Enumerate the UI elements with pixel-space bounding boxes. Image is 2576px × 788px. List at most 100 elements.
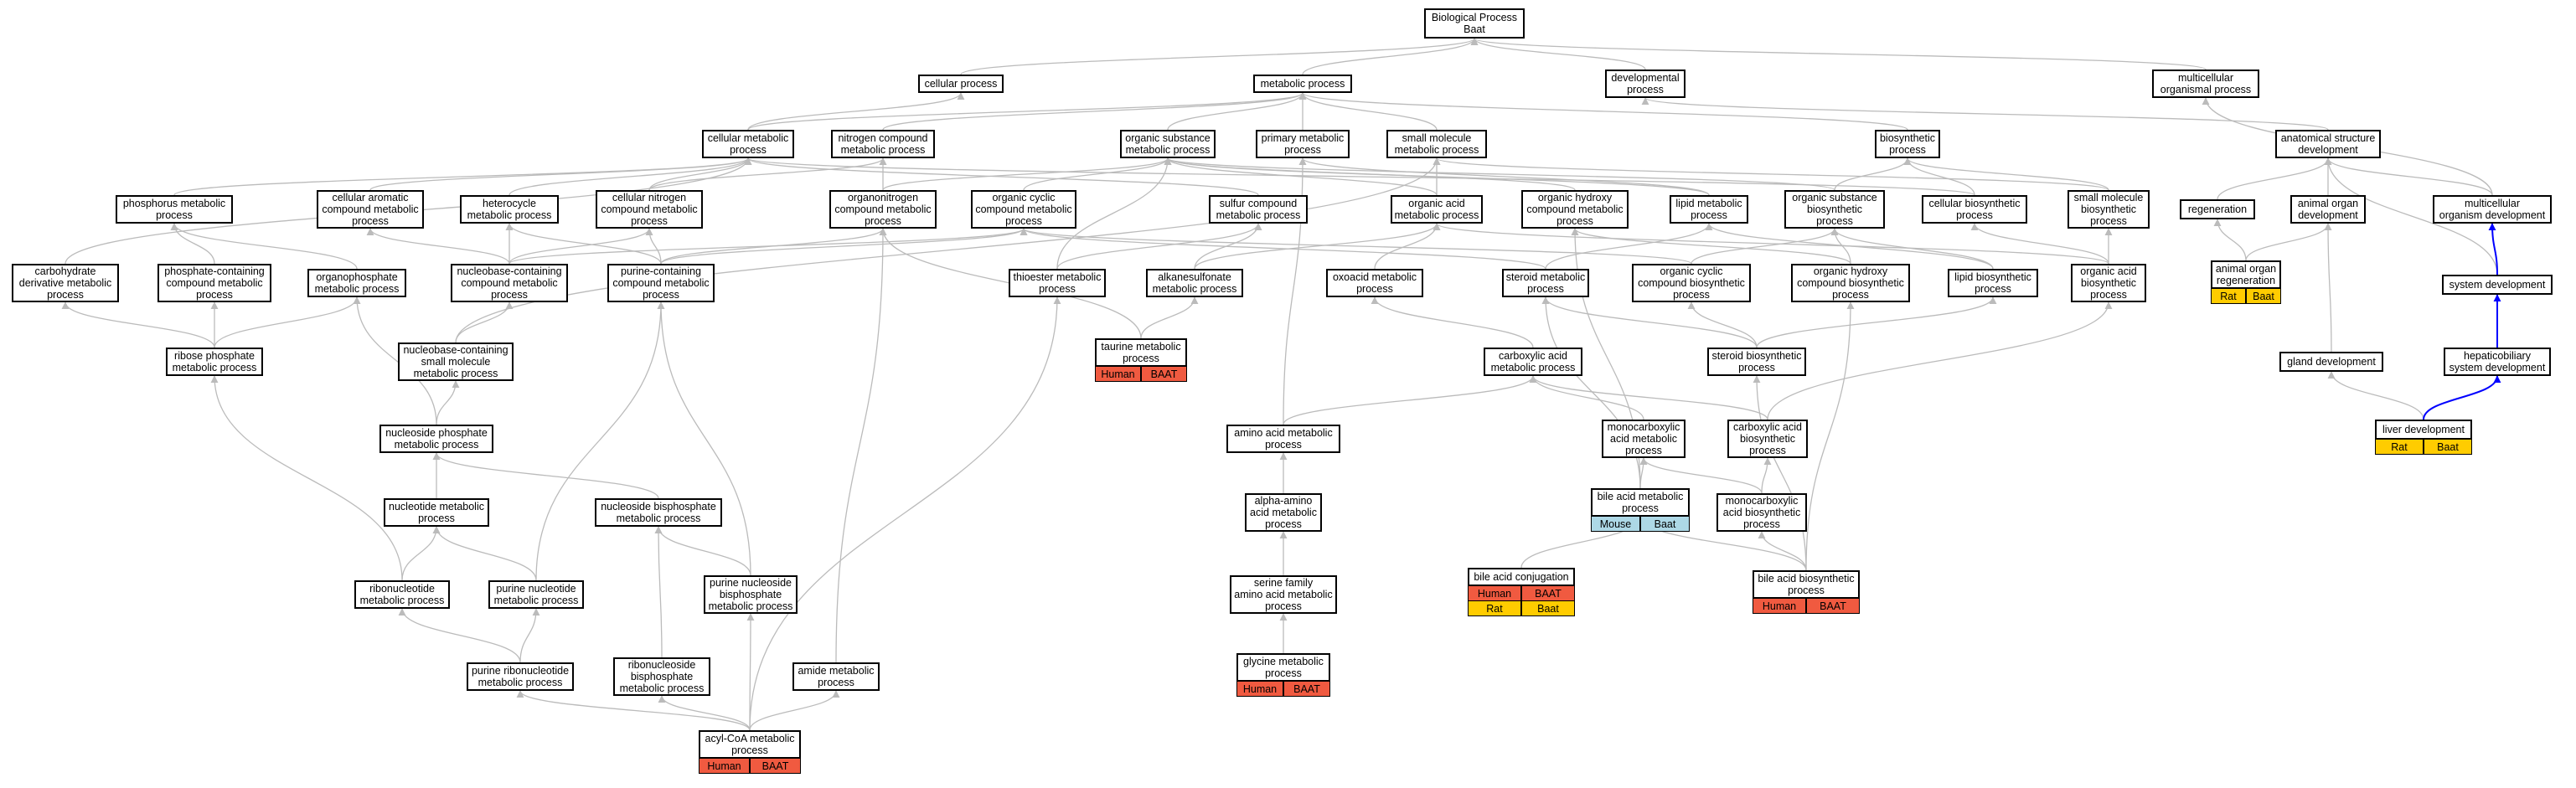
node-animal-organ-regeneration[interactable]: animal organ regeneration [2211,260,2281,289]
node-ribose-phosphate-metabolic-process[interactable]: ribose phosphate metabolic process [166,348,263,376]
node-serine-family-amino-acid-metabolic-process[interactable]: serine family amino acid metabolic proce… [1230,575,1337,614]
node-nucleoside-phosphate-metabolic-process[interactable]: nucleoside phosphate metabolic process [379,425,493,453]
node-monocarboxylic-acid-biosynthetic-process[interactable]: monocarboxylic acid biosynthetic process [1716,493,1807,532]
node-carbohydrate-derivative-metabolic-process[interactable]: carbohydrate derivative metabolic proces… [12,264,119,302]
node-purine-nucleotide-metabolic-process[interactable]: purine nucleotide metabolic process [488,580,584,609]
edge-thioester-metabolic-process-to-sulfur-compound-metabolic-process [1056,223,1262,270]
node-bile-acid-biosynthetic-process[interactable]: bile acid biosynthetic process [1753,570,1860,599]
node-system-development[interactable]: system development [2442,275,2553,295]
node-organophosphate-metabolic-process[interactable]: organophosphate metabolic process [307,269,406,297]
edge-purine-nucleotide-metabolic-process-to-nucleotide-metabolic-process [432,526,537,581]
node-metabolic-process[interactable]: metabolic process [1253,75,1352,93]
node-taurine-metabolic-process[interactable]: taurine metabolic process [1095,338,1187,367]
node-nucleotide-metabolic-process[interactable]: nucleotide metabolic process [384,498,489,527]
edge-steroid-biosynthetic-process-to-organic-cyclic-compound-biosynthetic-process [1687,301,1758,348]
edge-bile-acid-metabolic-process-to-steroid-metabolic-process [1541,296,1641,489]
node-heterocycle-metabolic-process[interactable]: heterocycle metabolic process [460,195,559,224]
node-organic-acid-metabolic-process[interactable]: organic acid metabolic process [1391,195,1483,224]
node-oxoacid-metabolic-process[interactable]: oxoacid metabolic process [1326,269,1423,297]
annotation-species: Human [1468,585,1521,601]
node-bile-acid-conjugation[interactable]: bile acid conjugation [1468,568,1575,586]
edge-steroid-biosynthetic-process-to-steroid-metabolic-process [1541,296,1758,348]
node-amino-acid-metabolic-process[interactable]: amino acid metabolic process [1226,425,1340,453]
edge-organic-hydroxy-compound-biosynthetic-process-to-organic-hydroxy-compound-metabolic-process [1571,228,1851,265]
node-acyl-coa-metabolic-process[interactable]: acyl-CoA metabolic process [699,730,801,759]
node-hepaticobiliary-system-development[interactable]: hepaticobiliary system development [2444,348,2551,376]
node-cellular-nitrogen-compound-metabolic-process[interactable]: cellular nitrogen compound metabolic pro… [596,190,703,229]
node-organic-cyclic-compound-metabolic-process[interactable]: organic cyclic compound metabolic proces… [971,190,1076,229]
node-carboxylic-acid-biosynthetic-process[interactable]: carboxylic acid biosynthetic process [1727,420,1808,458]
edge-purine-containing-compound-metabolic-process-to-organic-cyclic-compound-metabolic-process [660,228,1028,265]
node-cellular-metabolic-process[interactable]: cellular metabolic process [702,130,794,158]
edge-organic-substance-biosynthetic-process-to-biosynthetic-process [1834,157,1912,191]
edge-nucleobase-containing-compound-metabolic-process-to-cellular-nitrogen-compound-metabolic-process [508,228,653,265]
node-small-molecule-metabolic-process[interactable]: small molecule metabolic process [1386,130,1487,158]
edge-purine-containing-compound-metabolic-process-to-heterocycle-metabolic-process [505,223,662,265]
node-purine-ribonucleotide-metabolic-process[interactable]: purine ribonucleotide metabolic process [467,662,574,691]
node-organic-acid-biosynthetic-process[interactable]: organic acid biosynthetic process [2071,264,2146,302]
node-monocarboxylic-acid-metabolic-process[interactable]: monocarboxylic acid metabolic process [1602,420,1685,458]
node-nucleoside-bisphosphate-metabolic-process[interactable]: nucleoside bisphosphate metabolic proces… [595,498,722,527]
node-ribonucleoside-bisphosphate-metabolic-process[interactable]: ribonucleoside bisphosphate metabolic pr… [613,657,710,696]
node-lipid-biosynthetic-process[interactable]: lipid biosynthetic process [1948,269,2038,297]
node-anatomical-structure-development[interactable]: anatomical structure development [2275,130,2381,158]
node-multicellular-organism-development[interactable]: multicellular organism development [2433,195,2552,224]
edge-acyl-coa-metabolic-process-to-thioester-metabolic-process [749,296,1061,731]
edge-nucleobase-containing-compound-metabolic-process-to-cellular-aromatic-compound-metabolic-process [366,228,510,265]
edge-liver-development-to-gland-development [2327,371,2424,420]
node-phosphate-containing-compound-metabolic-process[interactable]: phosphate-containing compound metabolic … [157,264,271,302]
node-purine-containing-compound-metabolic-process[interactable]: purine-containing compound metabolic pro… [607,264,715,302]
node-thioester-metabolic-process[interactable]: thioester metabolic process [1009,269,1106,297]
edge-biosynthetic-process-to-metabolic-process [1298,92,1908,131]
node-biological-process[interactable]: Biological Process Baat [1424,8,1525,39]
node-multicellular-organismal-process[interactable]: multicellular organismal process [2152,70,2259,98]
node-gland-development[interactable]: gland development [2279,352,2383,372]
node-biosynthetic-process[interactable]: biosynthetic process [1875,130,1940,158]
node-organic-hydroxy-compound-metabolic-process[interactable]: organic hydroxy compound metabolic proce… [1521,190,1629,229]
node-organic-substance-biosynthetic-process[interactable]: organic substance biosynthetic process [1784,190,1885,229]
node-organic-hydroxy-compound-biosynthetic-process[interactable]: organic hydroxy compound biosynthetic pr… [1791,264,1910,302]
node-small-molecule-biosynthetic-process[interactable]: small molecule biosynthetic process [2068,190,2150,229]
edge-sulfur-compound-metabolic-process-to-cellular-metabolic-process [744,157,1259,196]
node-organic-substance-metabolic-process[interactable]: organic substance metabolic process [1120,130,1216,158]
node-primary-metabolic-process[interactable]: primary metabolic process [1256,130,1350,158]
node-purine-nucleoside-bisphosphate-metabolic-process[interactable]: purine nucleoside bisphosphate metabolic… [704,575,798,614]
node-ribonucleotide-metabolic-process[interactable]: ribonucleotide metabolic process [354,580,450,609]
node-steroid-biosynthetic-process[interactable]: steroid biosynthetic process [1707,348,1806,376]
node-nucleobase-containing-small-molecule-metabolic-process[interactable]: nucleobase-containing small molecule met… [398,342,514,381]
edge-anatomical-structure-development-to-developmental-process [1641,97,2329,131]
annotation-gene: Baat [2424,439,2472,455]
node-animal-organ-development[interactable]: animal organ development [2290,195,2366,224]
node-liver-development[interactable]: liver development [2375,420,2472,440]
node-nucleobase-containing-compound-metabolic-process[interactable]: nucleobase-containing compound metabolic… [451,264,568,302]
edge-acyl-coa-metabolic-process-to-purine-ribonucleotide-metabolic-process [516,690,751,731]
node-carboxylic-acid-metabolic-process[interactable]: carboxylic acid metabolic process [1484,348,1582,376]
annotation-species: Mouse [1591,516,1640,532]
node-phosphorus-metabolic-process[interactable]: phosphorus metabolic process [116,195,233,224]
node-regeneration[interactable]: regeneration [2180,199,2255,219]
node-nitrogen-compound-metabolic-process[interactable]: nitrogen compound metabolic process [831,130,935,158]
edge-ribose-phosphate-metabolic-process-to-organophosphate-metabolic-process [214,296,361,348]
edge-multicellular-organismal-process-to-biological-process [1470,38,2207,70]
edge-acyl-coa-metabolic-process-to-purine-nucleoside-bisphosphate-metabolic-process [746,613,755,731]
edge-cellular-nitrogen-compound-metabolic-process-to-cellular-metabolic-process [648,157,752,191]
node-alpha-amino-acid-metabolic-process[interactable]: alpha-amino acid metabolic process [1245,493,1322,532]
edge-alkanesulfonate-metabolic-process-to-organic-acid-metabolic-process [1194,223,1441,270]
node-developmental-process[interactable]: developmental process [1605,70,1685,98]
node-organic-cyclic-compound-biosynthetic-process[interactable]: organic cyclic compound biosynthetic pro… [1632,264,1751,302]
node-alkanesulfonate-metabolic-process[interactable]: alkanesulfonate metabolic process [1146,269,1243,297]
node-cellular-biosynthetic-process[interactable]: cellular biosynthetic process [1922,195,2027,224]
node-cellular-aromatic-compound-metabolic-process[interactable]: cellular aromatic compound metabolic pro… [317,190,424,229]
node-sulfur-compound-metabolic-process[interactable]: sulfur compound metabolic process [1209,195,1308,224]
edge-organic-acid-biosynthetic-process-to-organic-acid-metabolic-process [1433,223,2109,265]
edge-amide-metabolic-process-to-organonitrogen-compound-metabolic-process [835,228,887,663]
node-steroid-metabolic-process[interactable]: steroid metabolic process [1502,269,1589,297]
node-glycine-metabolic-process[interactable]: glycine metabolic process [1236,653,1330,682]
node-bile-acid-metabolic-process[interactable]: bile acid metabolic process [1591,488,1690,517]
node-organonitrogen-compound-metabolic-process[interactable]: organonitrogen compound metabolic proces… [829,190,937,229]
node-amide-metabolic-process[interactable]: amide metabolic process [792,662,880,691]
node-cellular-process[interactable]: cellular process [918,75,1004,93]
edge-organic-cyclic-compound-biosynthetic-process-to-organic-cyclic-compound-metabolic-process [1020,228,1692,265]
node-lipid-metabolic-process[interactable]: lipid metabolic process [1670,195,1748,224]
